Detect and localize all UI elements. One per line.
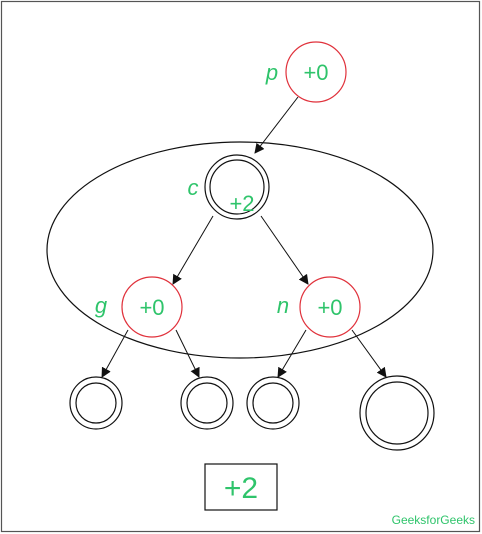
leaf-n-left-inner (252, 382, 294, 424)
node-c-balance: +2 (229, 191, 254, 216)
node-g-circle (121, 276, 183, 338)
edge-g-left-leaf (101, 329, 129, 378)
result-box-border (204, 463, 278, 511)
node-n-circle (299, 276, 361, 338)
node-c: +2 c (188, 154, 270, 220)
leaf-g-right (180, 376, 234, 430)
node-c-name: c (188, 175, 199, 200)
edge-c-n (260, 215, 309, 285)
leaf-n-right (359, 375, 435, 451)
leaf-n-left (246, 376, 300, 430)
result-box: +2 (204, 463, 278, 511)
edge-p-c (254, 96, 299, 154)
node-n: +0 n (277, 276, 361, 338)
subtree-ellipse (46, 141, 434, 359)
leaf-n-right-outer (359, 375, 435, 451)
leaf-n-right-inner (365, 381, 429, 445)
node-p-name: p (265, 60, 278, 85)
edge-n-right-leaf (351, 329, 387, 378)
edge-n-left-leaf (277, 329, 307, 378)
leaf-g-left (69, 376, 123, 430)
node-p-circle (285, 41, 347, 103)
node-n-name: n (277, 293, 289, 318)
edge-c-g (172, 215, 214, 285)
node-g-balance: +0 (139, 295, 164, 320)
node-g-name: g (95, 293, 108, 318)
node-p: +0 p (265, 41, 347, 103)
node-c-outer-circle (204, 154, 270, 220)
leaf-g-right-inner (186, 382, 228, 424)
leaf-g-left-inner (75, 382, 117, 424)
node-p-balance: +0 (303, 60, 328, 85)
node-n-balance: +0 (317, 295, 342, 320)
leaf-n-left-outer (246, 376, 300, 430)
leaf-g-left-outer (69, 376, 123, 430)
edge-g-right-leaf (175, 329, 200, 378)
watermark: GeeksforGeeks (392, 513, 475, 527)
node-c-inner-circle (209, 159, 265, 215)
result-box-value: +2 (224, 472, 258, 505)
leaf-g-right-outer (180, 376, 234, 430)
node-g: +0 g (95, 276, 183, 338)
